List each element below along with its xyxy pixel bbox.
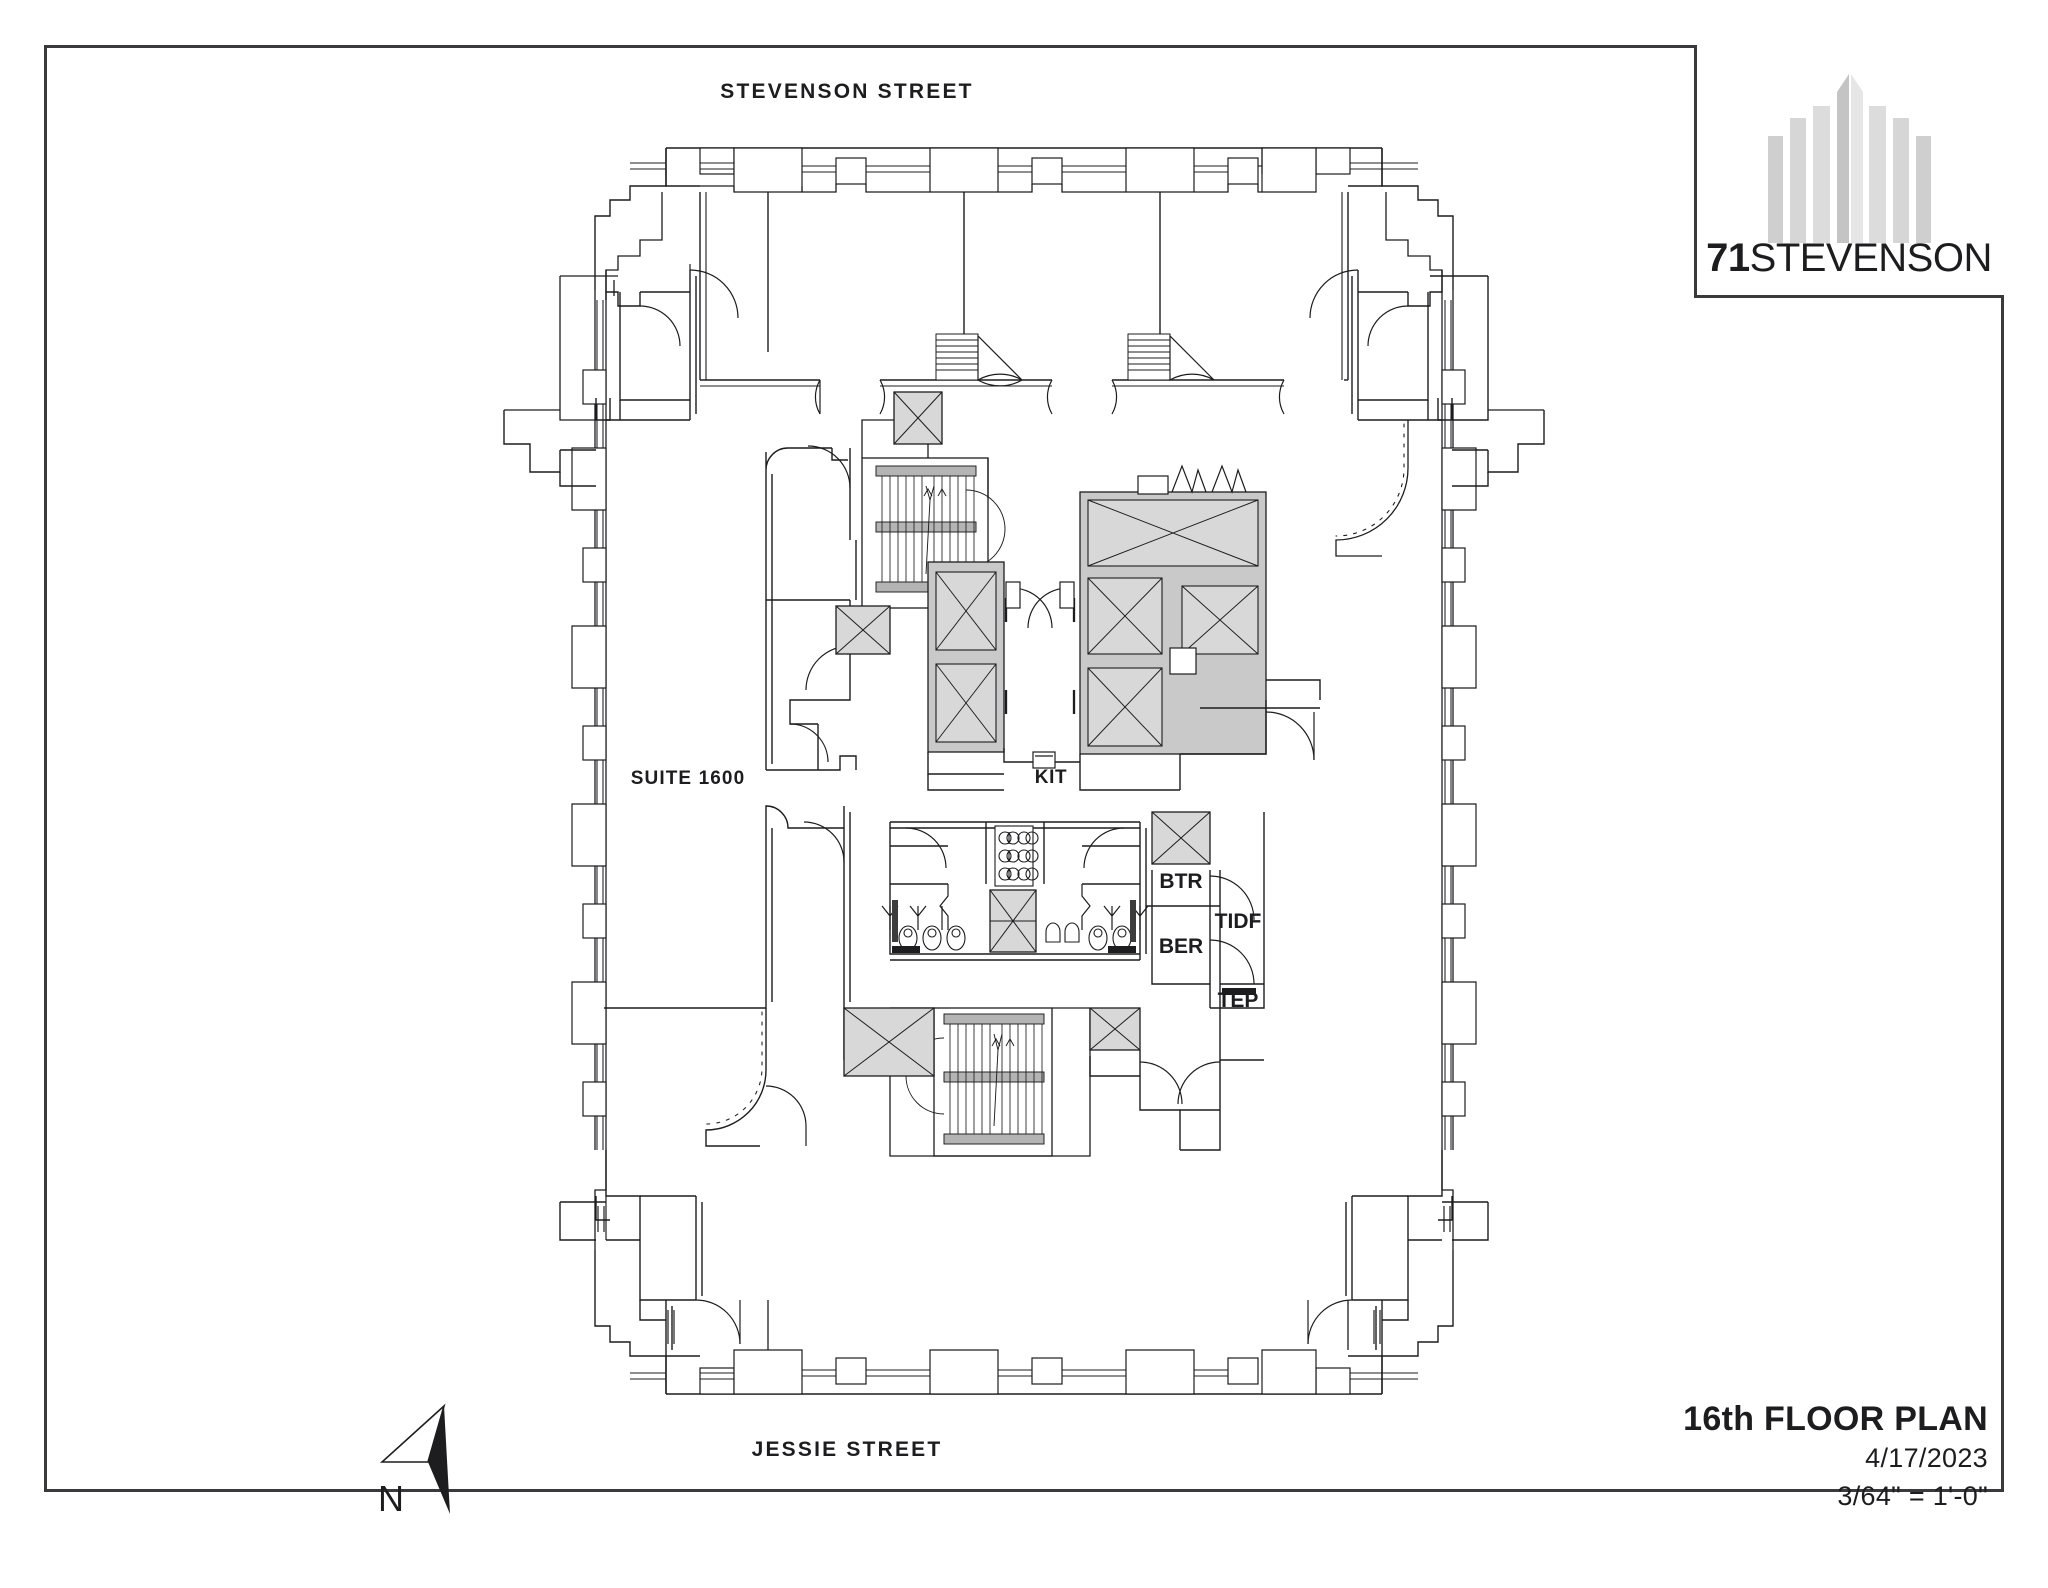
- logo-name: STEVENSON: [1749, 236, 1993, 280]
- logo-number: 71: [1706, 236, 1750, 280]
- sheet-border: [44, 45, 2004, 1492]
- logo-wordmark: 71STEVENSON: [1694, 238, 2004, 278]
- plan-label-btr: BTR: [1159, 870, 1202, 893]
- plan-label-suite-1600: SUITE 1600: [631, 768, 746, 789]
- titleblock-date: 4/17/2023: [1865, 1443, 1988, 1474]
- street-label-top: STEVENSON STREET: [720, 80, 974, 103]
- titleblock-title: 16th FLOOR PLAN: [1683, 1400, 1988, 1438]
- north-arrow-icon: [370, 1400, 510, 1520]
- street-label-bottom: JESSIE STREET: [751, 1438, 943, 1461]
- titleblock: 16th FLOOR PLAN 4/17/2023 3/64" = 1'-0": [1683, 1400, 1988, 1514]
- plan-label-group: SUITE 1600 KIT BTR TIDF BER TEP: [631, 767, 1262, 1012]
- plan-label-tep: TEP: [1218, 989, 1259, 1012]
- plan-label-tidf: TIDF: [1215, 910, 1262, 933]
- plan-label-ber: BER: [1159, 935, 1203, 958]
- building-tower-logo-icon: [1694, 48, 2004, 243]
- plan-label-kit: KIT: [1035, 767, 1067, 788]
- north-arrow-label: N: [378, 1478, 404, 1519]
- titleblock-scale: 3/64" = 1'-0": [1837, 1480, 1988, 1511]
